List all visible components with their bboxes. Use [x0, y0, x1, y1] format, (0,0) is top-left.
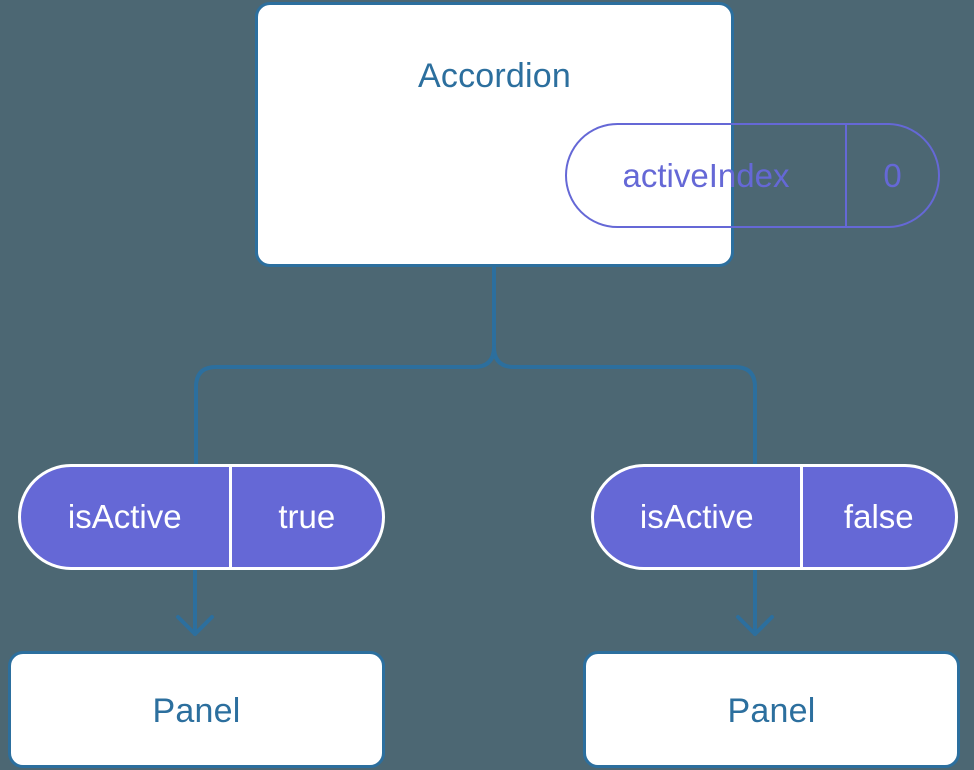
branch-right — [492, 345, 757, 466]
right-is-active-key: isActive — [594, 467, 803, 567]
branch-left — [194, 345, 496, 466]
active-index-key: activeIndex — [567, 125, 847, 226]
active-index-state-pill[interactable]: activeIndex 0 — [565, 123, 940, 228]
left-is-active-key: isActive — [21, 467, 232, 567]
arrow-left-head — [176, 615, 214, 636]
accordion-component-card[interactable]: Accordion activeIndex 0 — [255, 2, 940, 267]
left-is-active-state-pill[interactable]: isActive true — [18, 464, 385, 570]
right-panel-component-card[interactable]: Panel — [583, 651, 960, 768]
left-panel-title: Panel — [152, 692, 241, 730]
right-is-active-state-pill[interactable]: isActive false — [591, 464, 958, 570]
accordion-title: Accordion — [418, 57, 571, 95]
arrow-right-head — [736, 615, 774, 636]
left-is-active-value: true — [278, 498, 336, 535]
active-index-value: 0 — [883, 156, 902, 194]
right-panel-title: Panel — [727, 692, 816, 730]
left-panel-component-card[interactable]: Panel — [8, 651, 385, 768]
right-is-active-value: false — [843, 498, 914, 535]
